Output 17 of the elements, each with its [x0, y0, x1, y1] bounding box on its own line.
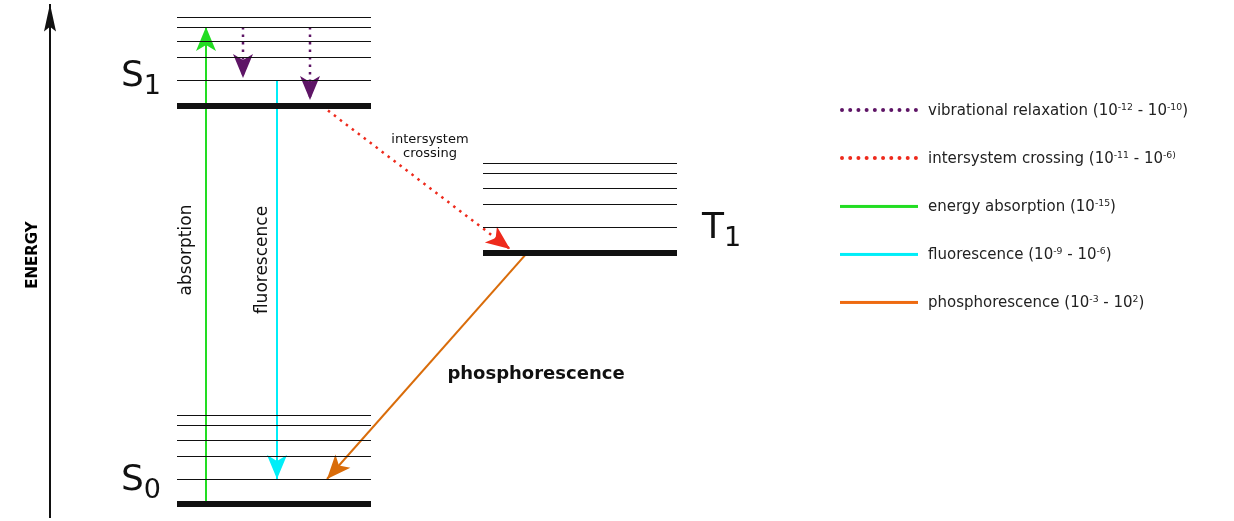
edge-label: absorption: [177, 204, 195, 296]
arrow: [196, 26, 216, 502]
edge-label: phosphorescence: [447, 363, 625, 383]
axis-label: ENERGY: [23, 221, 41, 289]
edge-label: intersystem crossing: [390, 132, 470, 160]
legend-text: intersystem crossing (10$^{-11}$ - 10$^{-6)}$: [928, 148, 1176, 168]
state-label: T$_{1}$: [702, 208, 742, 251]
edge-label: fluorescence: [253, 205, 271, 315]
arrow: [233, 27, 253, 78]
arrow: [267, 79, 287, 480]
state-label: S$_{0}$: [120, 460, 161, 503]
legend-text: energy absorption (10$^{-15}$): [928, 196, 1116, 216]
legend-text: fluorescence (10$^{-9}$ - 10$^{-6}$): [928, 244, 1112, 264]
state-label: S$_{1}$: [120, 56, 161, 99]
legend-text: vibrational relaxation (10$^{-12}$ - 10$^{-10}$): [928, 100, 1188, 120]
arrow: [300, 27, 320, 100]
legend-text: phosphorescence (10$^{-3}$ - 10$^{2}$): [928, 292, 1145, 312]
